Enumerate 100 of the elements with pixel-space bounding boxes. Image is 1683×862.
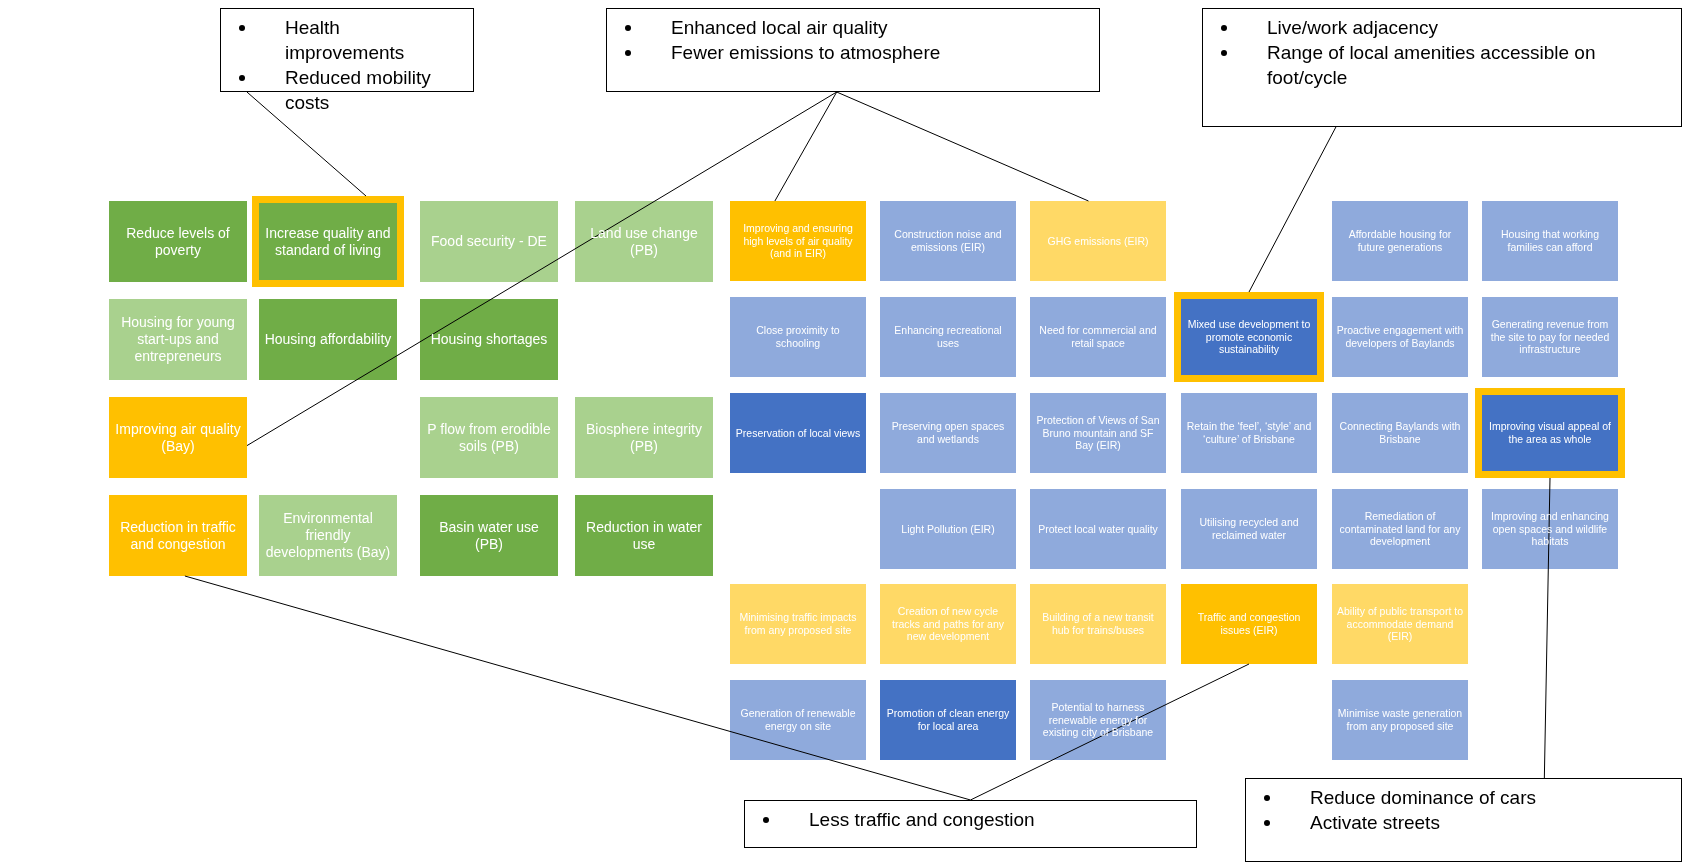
topic-tile — [109, 495, 247, 576]
tile-label: Food security - DE — [430, 233, 548, 250]
topic-tile — [575, 495, 713, 576]
tile-label: Minimising traffic impacts from any proposed site — [738, 611, 858, 637]
tile-label: Traffic and congestion issues (EIR) — [1196, 611, 1302, 637]
tile-label: Connecting Baylands with Brisbane — [1338, 420, 1462, 446]
tile-label: GHG emissions (EIR) — [1046, 234, 1150, 248]
leader-line — [836, 91, 1089, 202]
topic-tile — [880, 201, 1016, 281]
topic-tile — [730, 297, 866, 377]
topic-tile — [1030, 680, 1166, 760]
callout-box — [1245, 778, 1682, 862]
tile-label: Housing shortages — [429, 331, 549, 348]
topic-tile — [1332, 297, 1468, 377]
topic-tile — [259, 495, 397, 576]
topic-tile — [1482, 489, 1618, 569]
leader-line — [246, 91, 838, 447]
topic-tile — [259, 299, 397, 380]
tile-label: Close proximity to schooling — [755, 324, 841, 350]
tile-label: Promotion of clean energy for local area — [885, 707, 1011, 733]
topic-tile — [1030, 297, 1166, 377]
tile-label: Reduction in water use — [585, 518, 703, 553]
highlighted-topic-tile — [252, 196, 404, 287]
tile-label: Minimise waste generation from any proposed site — [1336, 707, 1464, 733]
bullet-item: Fewer emissions to atmosphere — [671, 41, 941, 65]
bullet-item: Reduce dominance of cars — [1310, 786, 1536, 810]
topic-tile — [420, 201, 558, 282]
topic-tile — [1332, 489, 1468, 569]
bullet-item: Activate streets — [1310, 811, 1440, 835]
tile-label: Proactive engagement with developers of Baylands — [1335, 324, 1465, 350]
bullet-item: Range of local amenities accessible on foot/cycle — [1267, 41, 1597, 90]
tile-label: Light Pollution (EIR) — [900, 522, 996, 536]
topic-tile — [1030, 489, 1166, 569]
topic-tile — [1482, 201, 1618, 281]
topic-tile — [575, 201, 713, 282]
tile-label: Generating revenue from the site to pay for needed infrastructure — [1489, 318, 1611, 356]
tile-label: Construction noise and emissions (EIR) — [893, 228, 1003, 254]
tile-label: Environmental friendly developments (Bay) — [264, 510, 392, 561]
callout-box — [744, 800, 1197, 848]
tile-label: Preservation of local views — [734, 426, 862, 440]
bullet-item: Live/work adjacency — [1267, 16, 1439, 40]
tile-label: Building of a new transit hub for trains/buses — [1041, 611, 1155, 637]
topic-tile — [730, 680, 866, 760]
tile-label: Creation of new cycle tracks and paths for any new development — [890, 605, 1006, 643]
topic-tile — [1181, 393, 1317, 473]
topic-tile — [880, 489, 1016, 569]
topic-tile — [880, 584, 1016, 664]
tile-label: Biosphere integrity (PB) — [585, 420, 703, 455]
bullet-item: Less traffic and congestion — [809, 808, 1035, 832]
topic-tile — [1332, 201, 1468, 281]
topic-tile — [880, 680, 1016, 760]
topic-tile — [109, 201, 247, 282]
tile-label: Preserving open spaces and wetlands — [890, 420, 1006, 446]
tile-label: Generation of renewable energy on site — [739, 707, 857, 733]
topic-tile — [109, 299, 247, 380]
topic-tile — [1482, 297, 1618, 377]
leader-line — [1543, 477, 1551, 779]
tile-label: Mixed use development to promote economic sustainability — [1186, 318, 1312, 356]
tile-label: Affordable housing for future generations — [1347, 228, 1453, 254]
tile-label: Utilising recycled and reclaimed water — [1198, 516, 1300, 542]
topic-tile — [1030, 201, 1166, 281]
tile-label: Improving air quality (Bay) — [114, 420, 242, 455]
tile-label: Improving and ensuring high levels of air quality (and in EIR) — [742, 222, 854, 260]
topic-tile — [1332, 680, 1468, 760]
topic-tile — [880, 393, 1016, 473]
leader-line — [246, 91, 367, 197]
topic-tile — [1332, 393, 1468, 473]
tile-label: Improving visual appeal of the area as whole — [1488, 420, 1612, 446]
leader-line — [1248, 126, 1337, 293]
tile-label: P flow from erodible soils (PB) — [426, 420, 552, 455]
topic-tile — [730, 201, 866, 281]
leader-line — [184, 575, 971, 801]
bullet-item: Health improvements — [285, 16, 406, 65]
tile-label: Ability of public transport to accommodate demand (EIR) — [1335, 605, 1465, 643]
topic-tile — [1181, 584, 1317, 664]
tile-label: Protection of Views of San Bruno mountain and SF Bay (EIR) — [1035, 414, 1161, 452]
tile-label: Reduce levels of poverty — [125, 224, 231, 259]
tile-label: Retain the ‘feel’, ‘style’ and ‘culture’ of Brisbane — [1185, 420, 1313, 446]
callout-box — [606, 8, 1100, 92]
topic-tile — [420, 495, 558, 576]
leader-line — [774, 91, 838, 202]
topic-tile — [1181, 489, 1317, 569]
topic-tile — [730, 584, 866, 664]
leader-line — [970, 663, 1250, 801]
tile-label: Reduction in traffic and congestion — [119, 518, 237, 553]
highlighted-topic-tile — [1174, 292, 1324, 382]
tile-label: Remediation of contaminated land for any development — [1338, 510, 1462, 548]
tile-label: Housing affordability — [263, 331, 393, 348]
topic-tile — [880, 297, 1016, 377]
tile-label: Housing that working families can afford — [1499, 228, 1601, 254]
topic-tile — [1030, 584, 1166, 664]
callout-box — [1202, 8, 1682, 127]
topic-tile — [1332, 584, 1468, 664]
topic-tile — [420, 397, 558, 478]
topic-tile — [575, 397, 713, 478]
bullet-item: Reduced mobility costs — [285, 66, 432, 115]
tile-label: Enhancing recreational uses — [893, 324, 1003, 350]
topic-tile — [730, 393, 866, 473]
tile-label: Increase quality and standard of living — [264, 224, 392, 259]
tile-label: Need for commercial and retail space — [1038, 324, 1158, 350]
